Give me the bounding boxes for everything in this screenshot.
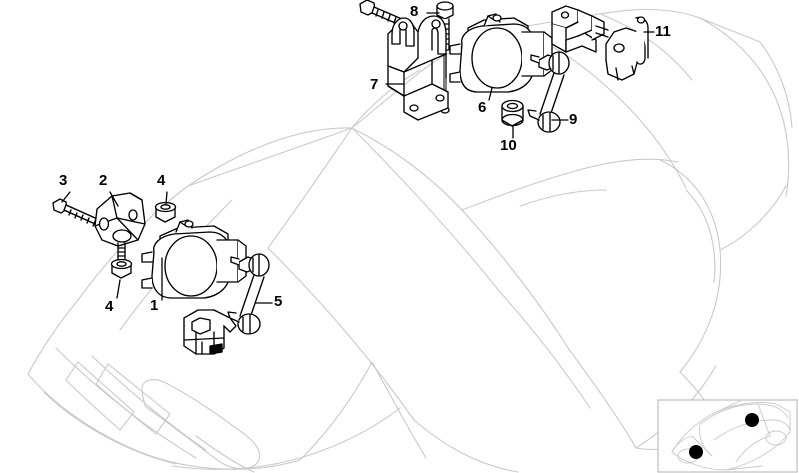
part-5-connecting-link [227,253,270,335]
leader-6 [488,87,493,101]
inset-marker-rear [745,413,759,427]
part-6-level-sensor-rear [449,13,553,93]
part-10-bushing [501,99,524,127]
holder-bracket-secondary [551,5,609,53]
front-suspension-mount [183,309,237,355]
part-7-sensor-bracket-rear [387,15,449,121]
part-1-level-sensor-front [141,219,247,299]
front-parts-group [52,192,270,355]
part-4-nut-upper [154,201,177,223]
inset-border [657,399,798,473]
callout-label-8[interactable]: 8 [410,3,419,20]
callout-label-4-lower[interactable]: 4 [105,298,114,315]
inset-vehicle-outline [671,399,791,471]
callout-label-4-upper[interactable]: 4 [157,172,166,189]
inset-marker-front [689,445,703,459]
callout-label-10[interactable]: 10 [500,137,517,154]
callout-label-3[interactable]: 3 [59,172,68,189]
callout-label-2[interactable]: 2 [99,172,108,189]
leader-lines [61,12,655,304]
callout-label-6[interactable]: 6 [478,99,487,116]
callout-label-9[interactable]: 9 [569,111,578,128]
part-2-stud [117,242,126,263]
rear-parts-group [359,0,649,133]
leader-4-lower [116,279,121,299]
part-9-connecting-link-rear [527,51,570,133]
rear-hex-bolt-secondary [359,0,403,26]
leader-4-upper [165,191,168,205]
callout-label-5[interactable]: 5 [274,293,283,310]
callout-label-11[interactable]: 11 [655,23,671,40]
leader-2 [109,191,119,207]
vehicle-location-inset [657,399,798,473]
callout-label-7[interactable]: 7 [370,76,379,93]
leader-3 [61,191,71,203]
part-11-holder-bracket [605,16,649,81]
part-4-nut-lower [110,258,133,279]
callout-label-1[interactable]: 1 [150,297,159,314]
part-2-sensor-bracket [94,192,146,247]
